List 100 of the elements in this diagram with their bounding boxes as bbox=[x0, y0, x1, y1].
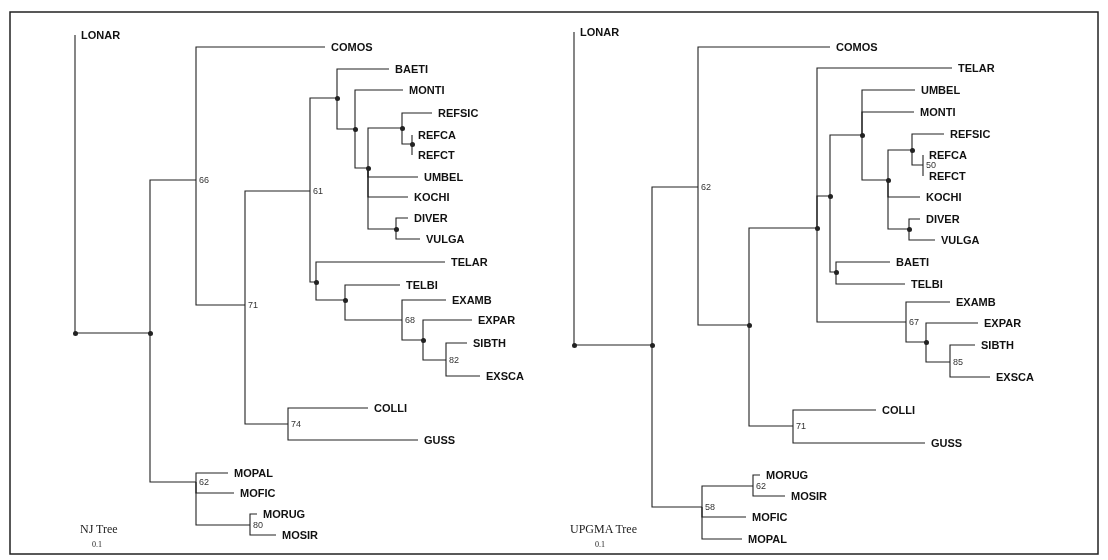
taxon-label: DIVER bbox=[920, 212, 960, 226]
tree-branch bbox=[701, 506, 743, 540]
taxon-label: REFCT bbox=[923, 169, 966, 183]
branch-junction bbox=[352, 126, 358, 132]
taxon-label: REFCA bbox=[923, 148, 967, 162]
branch-junction bbox=[365, 165, 371, 171]
tree-branch bbox=[905, 301, 951, 323]
tree-branch bbox=[244, 190, 311, 306]
tree-branch bbox=[792, 425, 926, 444]
taxon-label: EXPAR bbox=[472, 313, 516, 327]
taxon-label: VULGA bbox=[420, 232, 465, 246]
branch-junction bbox=[833, 269, 839, 275]
bootstrap-value: 67 bbox=[906, 317, 919, 327]
tree-branch bbox=[336, 68, 390, 99]
bootstrap-value: 82 bbox=[446, 355, 459, 365]
taxon-label: COMOS bbox=[830, 40, 878, 54]
taxon-label: UMBEL bbox=[915, 83, 961, 97]
tree-branch bbox=[315, 261, 446, 283]
tree-branch bbox=[195, 481, 251, 526]
branch-junction bbox=[399, 125, 405, 131]
taxon-label: COLLI bbox=[368, 401, 407, 415]
taxon-label: MOSIR bbox=[276, 528, 319, 542]
taxon-label: BAETI bbox=[890, 255, 929, 269]
taxon-label: EXSCA bbox=[990, 370, 1034, 384]
tree-branch bbox=[887, 149, 913, 181]
tree-branch bbox=[651, 186, 699, 346]
taxon-label: EXSCA bbox=[480, 369, 524, 383]
bootstrap-value: 71 bbox=[245, 300, 258, 310]
taxon-label: REFCA bbox=[412, 128, 456, 142]
bootstrap-value: 62 bbox=[196, 477, 209, 487]
tree-branch bbox=[752, 474, 761, 487]
branch-junction bbox=[814, 225, 820, 231]
tree-branch bbox=[309, 97, 338, 192]
bootstrap-value: 85 bbox=[950, 357, 963, 367]
tree-branch bbox=[244, 304, 289, 425]
tree-branch bbox=[697, 186, 750, 326]
tree-branch bbox=[573, 31, 575, 346]
scale-value: 0.1 bbox=[92, 540, 102, 549]
tree-branch bbox=[922, 164, 924, 177]
taxon-label: COMOS bbox=[325, 40, 373, 54]
taxon-label: TELAR bbox=[952, 61, 995, 75]
tree-branch bbox=[748, 227, 818, 326]
bootstrap-value: 66 bbox=[196, 175, 209, 185]
tree-caption: UPGMA Tree bbox=[570, 522, 638, 537]
tree-branch bbox=[905, 321, 927, 343]
taxon-label: UMBEL bbox=[418, 170, 464, 184]
taxon-label: KOCHI bbox=[920, 190, 962, 204]
bootstrap-value: 71 bbox=[793, 421, 806, 431]
tree-branch bbox=[287, 407, 369, 425]
tree-branch bbox=[401, 299, 447, 321]
taxon-label: BAETI bbox=[389, 62, 428, 76]
taxon-label: EXPAR bbox=[978, 316, 1022, 330]
tree-caption: NJ Tree bbox=[80, 522, 118, 537]
bootstrap-value: 50 bbox=[923, 160, 936, 170]
tree-branch bbox=[149, 179, 197, 334]
branch-junction bbox=[571, 342, 577, 348]
tree-branch bbox=[249, 513, 258, 526]
taxon-label: VULGA bbox=[935, 233, 980, 247]
taxon-label: GUSS bbox=[418, 433, 456, 447]
tree-branch bbox=[911, 133, 945, 151]
tree-branch bbox=[922, 154, 924, 166]
tree-branch bbox=[344, 284, 401, 301]
branch-junction bbox=[313, 279, 319, 285]
tree-branch bbox=[422, 319, 473, 341]
taxon-label: REFSIC bbox=[944, 127, 991, 141]
taxon-label: LONAR bbox=[574, 25, 620, 39]
tree-branch bbox=[835, 261, 891, 273]
taxon-label: REFCT bbox=[412, 148, 455, 162]
taxon-label: TELAR bbox=[445, 255, 488, 269]
tree-branch bbox=[445, 359, 481, 377]
tree-branch bbox=[195, 46, 326, 181]
branch-junction bbox=[409, 141, 415, 147]
branch-junction bbox=[420, 337, 426, 343]
branch-junction bbox=[393, 226, 399, 232]
taxon-label: COLLI bbox=[876, 403, 915, 417]
branch-junction bbox=[859, 132, 865, 138]
taxon-label: TELBI bbox=[905, 277, 943, 291]
taxon-label: GUSS bbox=[925, 436, 963, 450]
branch-junction bbox=[885, 177, 891, 183]
tree-branch bbox=[401, 319, 424, 341]
bootstrap-value: 58 bbox=[702, 502, 715, 512]
tree-branch bbox=[949, 361, 991, 378]
tree-branch bbox=[411, 134, 413, 145]
tree-branch bbox=[401, 112, 433, 129]
branch-junction bbox=[649, 342, 655, 348]
branch-junction bbox=[923, 339, 929, 345]
bootstrap-value: 62 bbox=[698, 182, 711, 192]
taxon-label: MONTI bbox=[403, 83, 445, 97]
tree-branch bbox=[249, 524, 277, 536]
taxon-label: KOCHI bbox=[408, 190, 450, 204]
taxon-label: MOPAL bbox=[742, 532, 787, 546]
branch-junction bbox=[827, 193, 833, 199]
taxon-label: DIVER bbox=[408, 211, 448, 225]
taxon-label: REFSIC bbox=[432, 106, 479, 120]
tree-branch bbox=[816, 195, 831, 229]
taxon-label: MOPAL bbox=[228, 466, 273, 480]
tree-branch bbox=[195, 472, 229, 483]
tree-branch bbox=[309, 190, 317, 283]
taxon-label: SIBTH bbox=[467, 336, 506, 350]
tree-branch bbox=[445, 342, 468, 361]
